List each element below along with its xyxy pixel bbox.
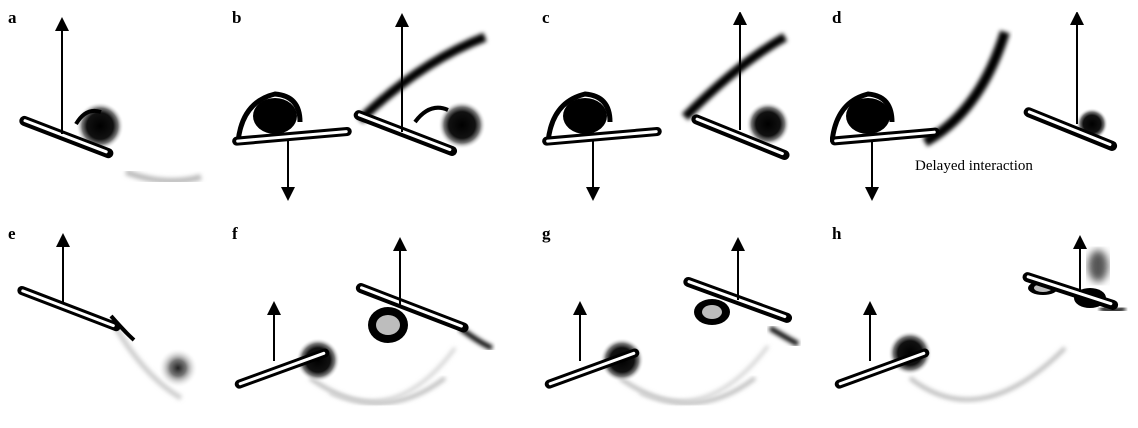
panel-h: h [830, 228, 1130, 428]
flow-field-b [230, 12, 510, 212]
plate [16, 285, 122, 333]
panel-d: d Delayed interaction [830, 12, 1130, 212]
panel-f: f [230, 228, 510, 428]
flow-field-g [540, 228, 820, 428]
panel-c: c [540, 12, 810, 212]
plate-left [830, 127, 940, 146]
flow-field-f [230, 228, 510, 428]
plate-left [542, 127, 662, 146]
annotation-text: Delayed interaction [915, 158, 1033, 175]
flow-field-c [540, 12, 810, 212]
panel-b: b [230, 12, 510, 212]
plate-left [232, 127, 352, 146]
panel-g: g [540, 228, 820, 428]
flow-field-d [830, 12, 1130, 212]
flow-field-h [830, 228, 1130, 428]
